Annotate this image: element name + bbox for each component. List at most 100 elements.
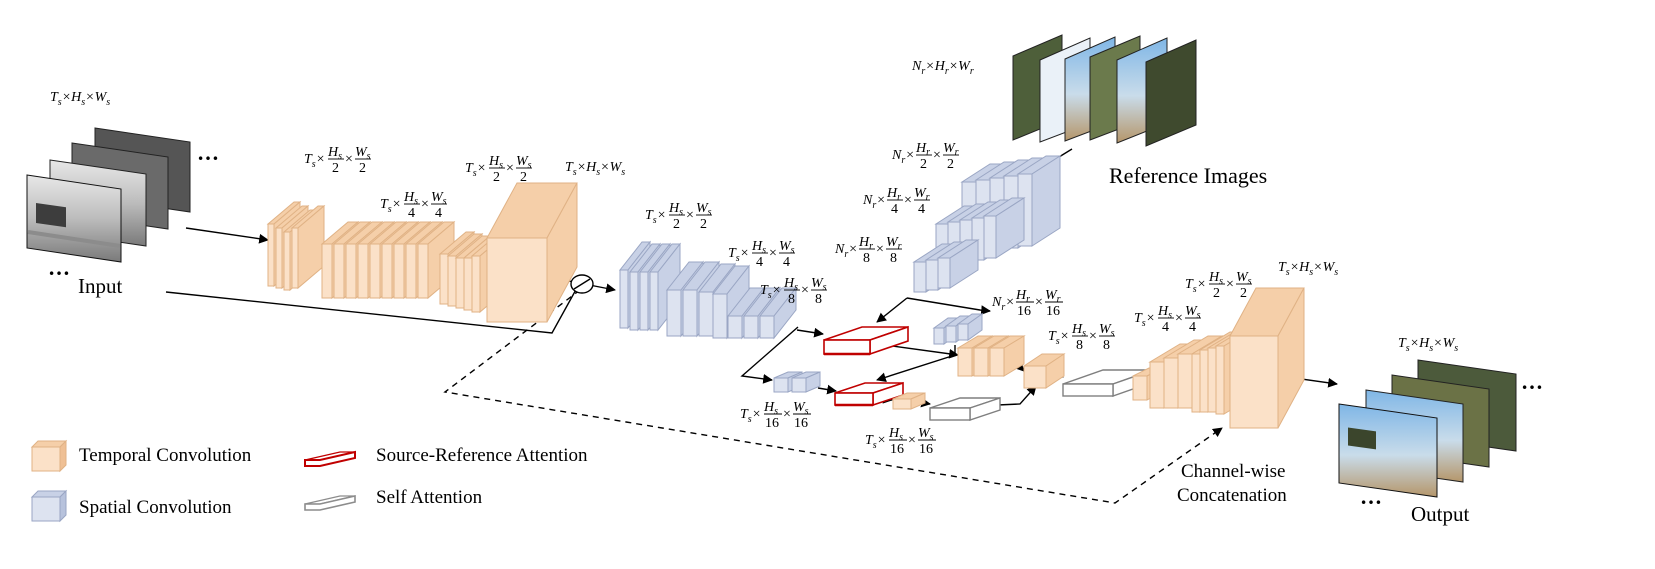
svg-text:4: 4	[435, 206, 442, 221]
svg-text:×: ×	[345, 152, 353, 167]
reference-block-10	[982, 197, 1026, 259]
spatial-enc-block-11	[758, 286, 798, 340]
output-ellipsis-top: …	[1521, 369, 1543, 394]
svg-text:4: 4	[1162, 320, 1169, 335]
svg-text:2: 2	[332, 161, 339, 176]
dim-ref-full: Nr×Hr×Wr	[911, 59, 974, 77]
svg-text:Ts×: Ts×	[304, 152, 325, 170]
svg-text:4: 4	[783, 255, 790, 270]
svg-text:2: 2	[947, 157, 954, 172]
svg-text:2: 2	[1240, 286, 1247, 301]
skip-connection-dashed	[443, 289, 1223, 504]
input-ground-line	[27, 230, 121, 248]
svg-text:Nr×Hr×Wr: Nr×Hr×Wr	[911, 59, 974, 77]
svg-text:×: ×	[686, 208, 694, 223]
svg-text:Hr: Hr	[1015, 288, 1030, 305]
dim-enc-full: Ts×Hs×Ws	[565, 160, 625, 178]
legend-src-ref-label: Source-Reference Attention	[376, 445, 588, 466]
dim-sp-quarter: Ts×Hs4×Ws4	[728, 239, 795, 270]
legend-temporal-label: Temporal Convolution	[79, 445, 252, 466]
legend-src-ref-swatch	[304, 450, 356, 467]
svg-text:8: 8	[863, 251, 870, 266]
svg-text:×: ×	[783, 407, 791, 422]
svg-text:8: 8	[1076, 338, 1083, 353]
dim-up-eighth: Ts×Hs8×Ws8	[1048, 322, 1115, 353]
svg-text:Hs: Hs	[763, 400, 778, 417]
svg-text:4: 4	[918, 202, 925, 217]
legend-temporal-swatch	[30, 439, 68, 473]
svg-text:2: 2	[359, 161, 366, 176]
svg-text:Hs: Hs	[888, 426, 903, 443]
dim-ref-half: Nr×Hr2×Wr2	[891, 141, 959, 172]
svg-text:16: 16	[1017, 304, 1031, 319]
svg-text:Ws: Ws	[1099, 322, 1115, 339]
svg-text:2: 2	[920, 157, 927, 172]
svg-text:Ts×Hs×Ws: Ts×Hs×Ws	[50, 90, 110, 108]
svg-text:Ts×: Ts×	[1048, 329, 1069, 347]
input-truck-shape	[36, 203, 66, 228]
svg-text:Ws: Ws	[1185, 304, 1201, 321]
input-label: Input	[78, 274, 122, 298]
dim-enc-half: Ts×Hs2×Ws2	[304, 145, 371, 176]
ref-sixteenth-block-3	[956, 313, 984, 341]
legend-spatial-label: Spatial Convolution	[79, 497, 232, 518]
svg-text:Ws: Ws	[811, 276, 827, 293]
output-frames	[1338, 359, 1517, 498]
svg-text:Ts×: Ts×	[728, 246, 749, 264]
input-ellipsis-bottom: …	[48, 255, 70, 280]
svg-text:Ts×: Ts×	[1134, 311, 1155, 329]
svg-text:Hs: Hs	[783, 276, 798, 293]
svg-text:16: 16	[765, 416, 779, 431]
att-spatial-block-2	[791, 371, 821, 393]
small-temporal-block	[892, 392, 926, 410]
dim-input: Ts×Hs×Ws	[50, 90, 110, 108]
dim-up-full: Ts×Hs×Ws	[1278, 260, 1338, 278]
svg-text:Ts×: Ts×	[645, 208, 666, 226]
src-ref-attention-upper	[823, 325, 909, 356]
legend-self-label: Self Attention	[376, 487, 483, 508]
svg-text:×: ×	[933, 148, 941, 163]
dim-ref-eighth: Nr×Hr8×Wr8	[834, 235, 902, 266]
svg-text:×: ×	[876, 242, 884, 257]
svg-text:×: ×	[506, 161, 514, 176]
dim-dec-half: Ts×Hs2×Ws2	[465, 154, 532, 185]
input-frame-1	[26, 174, 122, 263]
output-ellipsis-bottom: …	[1360, 484, 1382, 509]
svg-text:Hs: Hs	[1208, 270, 1223, 287]
ref-frame-6	[1145, 39, 1197, 147]
legend: Temporal Convolution Spatial Convolution…	[30, 439, 588, 523]
decoder-t-block-4	[1022, 353, 1066, 389]
svg-text:8: 8	[890, 251, 897, 266]
svg-text:Ts×: Ts×	[865, 433, 886, 451]
output-frame-1	[1338, 403, 1438, 498]
svg-text:16: 16	[794, 416, 808, 431]
svg-text:Ts×: Ts×	[740, 407, 761, 425]
svg-text:Ts×: Ts×	[380, 197, 401, 215]
svg-text:2: 2	[673, 217, 680, 232]
svg-text:Nr×: Nr×	[862, 193, 886, 211]
dim-ref-quarter: Nr×Hr4×Wr4	[862, 186, 930, 217]
svg-text:Ws: Ws	[793, 400, 809, 417]
svg-text:Nr×: Nr×	[834, 242, 858, 260]
input-frames	[26, 127, 191, 263]
svg-text:16: 16	[919, 442, 933, 457]
dim-up-half: Ts×Hs2×Ws2	[1185, 270, 1252, 301]
input-ellipsis-top: …	[197, 140, 219, 165]
encoder-block-4	[290, 204, 326, 290]
encoder-block-large	[486, 182, 578, 323]
svg-text:Ts×: Ts×	[760, 283, 781, 301]
legend-self-swatch	[304, 494, 356, 511]
svg-text:×: ×	[904, 193, 912, 208]
svg-text:Ts×Hs×Ws: Ts×Hs×Ws	[1278, 260, 1338, 278]
svg-text:16: 16	[1046, 304, 1060, 319]
svg-text:×: ×	[908, 433, 916, 448]
svg-text:×: ×	[421, 197, 429, 212]
channel-wise-label-1: Channel-wise	[1181, 461, 1285, 482]
svg-text:Hs: Hs	[1157, 304, 1172, 321]
svg-text:×: ×	[1226, 277, 1234, 292]
src-ref-attention-lower	[834, 381, 904, 407]
reference-block-13	[936, 239, 980, 289]
